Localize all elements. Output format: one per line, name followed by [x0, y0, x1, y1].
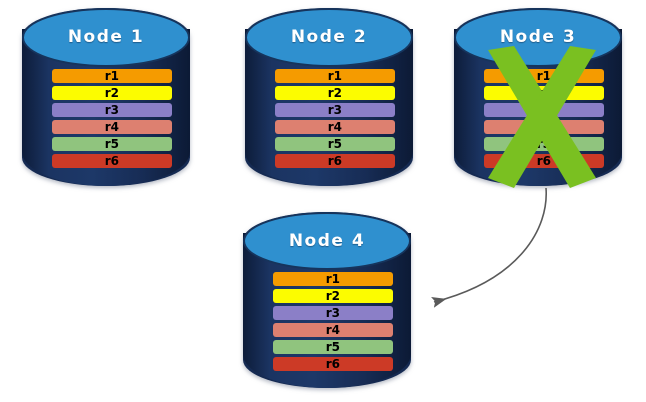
node-4-row-r3[interactable]: r3 — [273, 305, 393, 320]
node-2[interactable]: Node 2 r1 r2 r3 r4 r5 r6 — [245, 8, 413, 186]
node-2-row-r1[interactable]: r1 — [275, 68, 395, 83]
node-4-row-r5[interactable]: r5 — [273, 339, 393, 354]
node-2-row-r3[interactable]: r3 — [275, 102, 395, 117]
node-4-row-r4[interactable]: r4 — [273, 322, 393, 337]
node-4-row-r1[interactable]: r1 — [273, 271, 393, 286]
node-1-row-r1[interactable]: r1 — [52, 68, 172, 83]
node-1[interactable]: Node 1 r1 r2 r3 r4 r5 r6 — [22, 8, 190, 186]
node-2-title: Node 2 — [290, 27, 368, 48]
node-3-row-r1[interactable]: r1 — [484, 68, 604, 83]
node-3-row-r4[interactable]: r4 — [484, 119, 604, 134]
node-1-cylinder-top — [22, 8, 190, 67]
node-4-rows: r1 r2 r3 r4 r5 r6 — [273, 271, 393, 371]
node-4-title: Node 4 — [288, 231, 366, 252]
node-3-row-r2[interactable]: r2 — [484, 85, 604, 100]
node-1-row-r4[interactable]: r4 — [52, 119, 172, 134]
node-3-rows: r1 r2 r3 r4 r5 r6 — [484, 68, 604, 168]
node-1-row-r5[interactable]: r5 — [52, 136, 172, 151]
node-1-row-r3[interactable]: r3 — [52, 102, 172, 117]
connector-arrow-path — [431, 187, 547, 308]
node-4-row-r2[interactable]: r2 — [273, 288, 393, 303]
node-1-title: Node 1 — [67, 27, 145, 48]
node-3-row-r5[interactable]: r5 — [484, 136, 604, 151]
node-2-row-r2[interactable]: r2 — [275, 85, 395, 100]
node-2-rows: r1 r2 r3 r4 r5 r6 — [275, 68, 395, 168]
node-3-row-r6[interactable]: r6 — [484, 153, 604, 168]
node-2-row-r6[interactable]: r6 — [275, 153, 395, 168]
node-4-row-r6[interactable]: r6 — [273, 356, 393, 371]
node-1-row-r6[interactable]: r6 — [52, 153, 172, 168]
node-1-row-r2[interactable]: r2 — [52, 85, 172, 100]
node-3-title: Node 3 — [499, 27, 577, 48]
node-3[interactable]: Node 3 r1 r2 r3 r4 r5 r6 — [454, 8, 622, 188]
node-4-cylinder-top — [243, 212, 411, 271]
node-1-rows: r1 r2 r3 r4 r5 r6 — [52, 68, 172, 168]
node-2-row-r4[interactable]: r4 — [275, 119, 395, 134]
node-2-row-r5[interactable]: r5 — [275, 136, 395, 151]
node-4[interactable]: Node 4 r1 r2 r3 r4 r5 r6 — [243, 212, 411, 388]
node-3-row-r3[interactable]: r3 — [484, 102, 604, 117]
node-2-cylinder-top — [245, 8, 413, 67]
